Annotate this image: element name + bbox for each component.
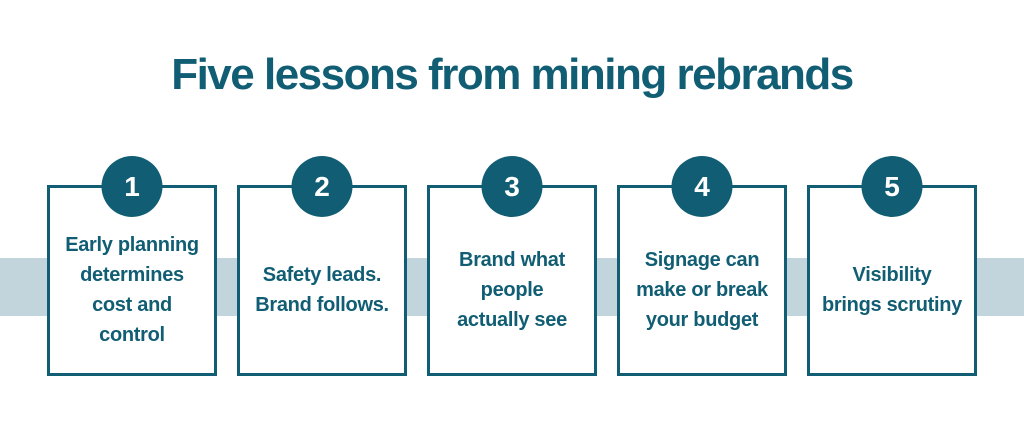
step-number: 5 bbox=[884, 170, 900, 202]
lesson-text-line: make or break bbox=[636, 278, 768, 301]
lesson-text: Brand what people actually see bbox=[457, 227, 567, 335]
lesson-card-4: 4 Signage can make or break your budget bbox=[617, 156, 787, 376]
step-number-badge: 4 bbox=[671, 156, 733, 217]
step-number-badge: 5 bbox=[861, 156, 923, 217]
lesson-card-1: 1 Early planning determines cost and con… bbox=[47, 156, 217, 376]
step-number-badge: 2 bbox=[291, 156, 353, 217]
step-number-badge: 3 bbox=[481, 156, 543, 217]
step-number: 1 bbox=[124, 170, 140, 202]
lesson-text-line: Early planning bbox=[65, 233, 199, 256]
lesson-card-3: 3 Brand what people actually see bbox=[427, 156, 597, 376]
lesson-card-2: 2 Safety leads. Brand follows. bbox=[237, 156, 407, 376]
lesson-cards-row: 1 Early planning determines cost and con… bbox=[47, 156, 977, 376]
step-number: 3 bbox=[504, 170, 520, 202]
lesson-text-line: your budget bbox=[645, 308, 759, 331]
lesson-text-line: brings scrutiny bbox=[822, 293, 962, 316]
lesson-text-line: people bbox=[480, 278, 544, 301]
step-number-badge: 1 bbox=[101, 156, 163, 217]
lesson-text: Early planning determines cost and contr… bbox=[65, 212, 199, 350]
step-number: 2 bbox=[314, 170, 330, 202]
lesson-card-5: 5 Visibility brings scrutiny bbox=[807, 156, 977, 376]
lesson-text: Visibility brings scrutiny bbox=[822, 242, 962, 320]
lesson-text-line: Brand what bbox=[459, 248, 565, 271]
lesson-text-line: Brand follows. bbox=[255, 293, 389, 316]
lesson-text-line: control bbox=[99, 323, 165, 346]
lesson-text-line: cost and bbox=[92, 293, 172, 316]
lesson-text-line: actually see bbox=[457, 308, 567, 331]
lesson-text-line: Safety leads. bbox=[262, 263, 382, 286]
step-number: 4 bbox=[694, 170, 710, 202]
lesson-text: Safety leads. Brand follows. bbox=[255, 242, 389, 320]
page-title: Five lessons from mining rebrands bbox=[171, 50, 854, 99]
lesson-text: Signage can make or break your budget bbox=[636, 227, 768, 335]
lesson-text-line: Visibility bbox=[852, 263, 932, 286]
lesson-text-line: determines bbox=[80, 263, 184, 286]
lesson-text-line: Signage can bbox=[644, 248, 760, 271]
